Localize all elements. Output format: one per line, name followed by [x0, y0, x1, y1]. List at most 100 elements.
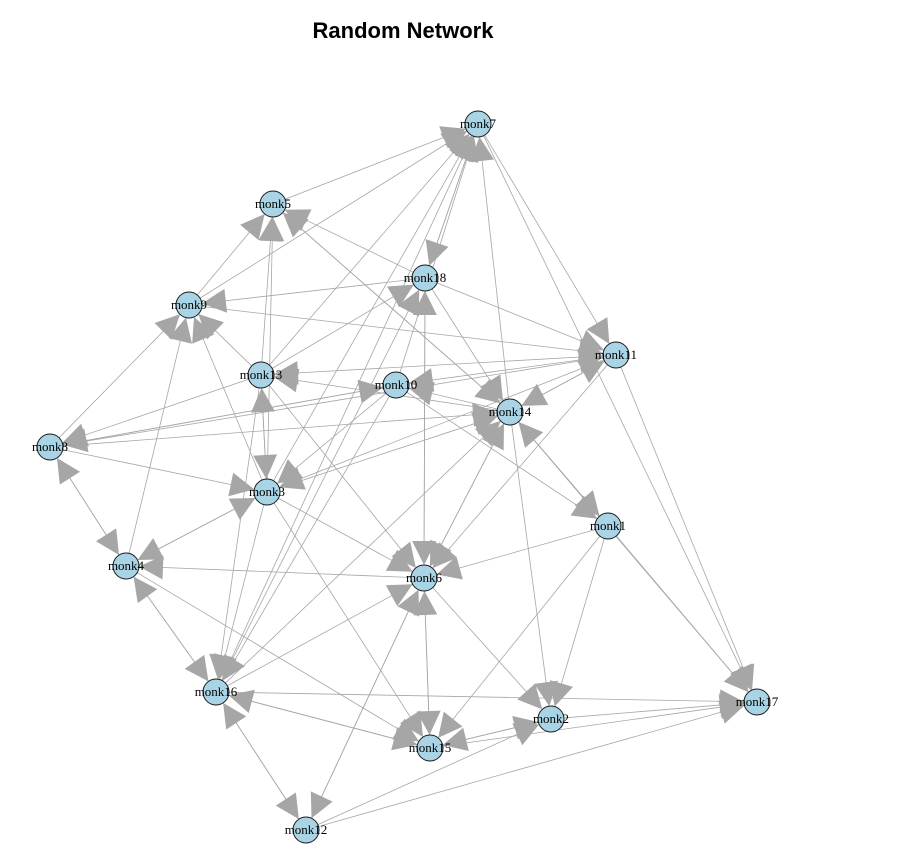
arrowhead-monk8-monk9 — [154, 314, 180, 340]
node-monk14[interactable]: monk14 — [489, 398, 532, 426]
edge-monk6-monk2 — [432, 587, 543, 710]
edge-monk13-monk16 — [217, 387, 260, 680]
edge-monk11-monk17 — [620, 366, 753, 691]
arrowhead-monk3-monk15 — [400, 710, 424, 738]
arrowhead-monk3-monk9 — [192, 316, 215, 344]
arrowhead-monk8-monk3 — [228, 472, 255, 497]
node-monk8[interactable]: monk8 — [32, 433, 68, 461]
nodes-layer: monk1 monk2 monk3 monk4 monk5 monk6 monk7 monk8… — [32, 110, 779, 844]
node-circle — [594, 512, 622, 540]
arrowhead-monk1-monk17 — [723, 666, 749, 693]
edge-monk1-monk17 — [616, 535, 749, 693]
arrowhead-monk14-monk1 — [574, 490, 600, 517]
arrowhead-monk13-monk3 — [253, 454, 278, 480]
arrowhead-monk14-monk10 — [408, 381, 435, 406]
arrowhead-monk16-monk6 — [385, 584, 413, 607]
edge-monk10-monk16 — [222, 396, 390, 681]
node-label: monk15 — [409, 740, 452, 755]
arrowhead-monk12-monk2 — [512, 723, 540, 746]
edge-monk6-monk4 — [138, 566, 412, 578]
edge-monk8-monk14 — [62, 412, 498, 447]
node-label: monk1 — [590, 518, 626, 533]
node-circle — [36, 433, 64, 461]
edge-monk9-monk7 — [199, 130, 468, 299]
edge-monk4-monk9 — [128, 317, 187, 554]
node-circle — [292, 816, 320, 844]
node-monk5[interactable]: monk5 — [255, 190, 291, 218]
edge-monk16-monk7 — [221, 135, 473, 681]
edge-monk3-monk5 — [266, 216, 274, 480]
arrowhead-monk4-monk16 — [184, 654, 209, 682]
arrowhead-monk6-monk12 — [310, 791, 333, 819]
arrowhead-monk8-monk10 — [357, 379, 384, 404]
edge-monk3-monk6 — [278, 497, 413, 573]
arrowhead-monk7-monk11 — [586, 317, 610, 344]
edge-monk4-monk15 — [136, 572, 420, 742]
arrowhead-monk13-monk9 — [198, 314, 224, 340]
node-label: monk12 — [285, 822, 328, 837]
node-monk13[interactable]: monk13 — [240, 361, 283, 389]
node-monk7[interactable]: monk7 — [460, 110, 497, 138]
arrowhead-monk14-monk13 — [273, 368, 300, 393]
arrowheads-layer — [56, 126, 755, 820]
node-circle — [112, 552, 140, 580]
edge-monk7-monk11 — [484, 134, 610, 345]
node-monk12[interactable]: monk12 — [285, 816, 328, 844]
edge-monk15-monk6 — [424, 590, 430, 736]
edge-monk10-monk8 — [62, 386, 384, 446]
node-monk1[interactable]: monk1 — [590, 512, 626, 540]
arrowhead-monk3-monk4 — [137, 538, 165, 560]
arrowhead-monk1-monk14 — [518, 421, 544, 448]
edge-monk11-monk3 — [278, 359, 605, 488]
edge-monk13-monk5 — [261, 216, 273, 363]
edge-monk10-monk1 — [406, 391, 598, 520]
node-circle — [202, 678, 230, 706]
edge-monk6-monk14 — [429, 423, 505, 567]
edge-monk16-monk6 — [227, 583, 413, 687]
arrowhead-monk8-monk4 — [95, 528, 120, 556]
edge-monk3-monk16 — [218, 504, 265, 680]
node-monk10[interactable]: monk10 — [375, 371, 418, 399]
node-circle — [175, 291, 203, 319]
edge-monk11-monk13 — [273, 355, 604, 375]
node-label: monk14 — [489, 404, 532, 419]
arrowhead-monk6-monk4 — [138, 555, 164, 580]
arrowhead-monk15-monk16 — [228, 689, 255, 713]
edge-monk11-monk6 — [432, 364, 608, 569]
arrowhead-monk12-monk16 — [223, 702, 247, 730]
edge-monk15-monk17 — [442, 703, 745, 747]
edge-monk8-monk11 — [62, 356, 604, 446]
node-monk9[interactable]: monk9 — [171, 291, 207, 319]
node-label: monk17 — [736, 694, 779, 709]
arrowhead-monk2-monk15 — [442, 727, 469, 752]
node-label: monk6 — [406, 570, 443, 585]
edge-monk1-monk6 — [436, 529, 596, 575]
node-monk3[interactable]: monk3 — [249, 478, 285, 506]
edge-monk16-monk14 — [225, 420, 501, 684]
edge-monk7-monk17 — [483, 135, 752, 691]
edge-monk12-monk6 — [311, 589, 419, 819]
node-monk17[interactable]: monk17 — [736, 688, 779, 716]
arrowhead-monk18-monk7 — [454, 136, 478, 163]
arrowhead-monk6-monk2 — [517, 683, 543, 710]
edge-monk13-monk18 — [271, 284, 415, 369]
node-monk18[interactable]: monk18 — [404, 264, 447, 292]
arrowhead-monk16-monk15 — [391, 727, 418, 751]
node-monk6[interactable]: monk6 — [406, 564, 443, 592]
node-monk15[interactable]: monk15 — [409, 734, 452, 762]
edge-monk12-monk2 — [317, 724, 540, 825]
node-monk11[interactable]: monk11 — [595, 341, 637, 369]
edge-monk16-monk17 — [228, 691, 745, 703]
node-label: monk3 — [249, 484, 285, 499]
edge-monk3-monk7 — [273, 135, 472, 481]
edge-monk5-monk14 — [282, 212, 501, 404]
edge-monk2-monk17 — [563, 702, 745, 719]
node-monk4[interactable]: monk4 — [108, 552, 145, 580]
node-label: monk8 — [32, 439, 68, 454]
edge-monk18-monk11 — [436, 282, 605, 351]
edge-monk11-monk10 — [408, 356, 604, 384]
edge-monk18-monk9 — [201, 279, 413, 304]
node-monk16[interactable]: monk16 — [195, 678, 238, 706]
node-monk2[interactable]: monk2 — [533, 705, 569, 733]
